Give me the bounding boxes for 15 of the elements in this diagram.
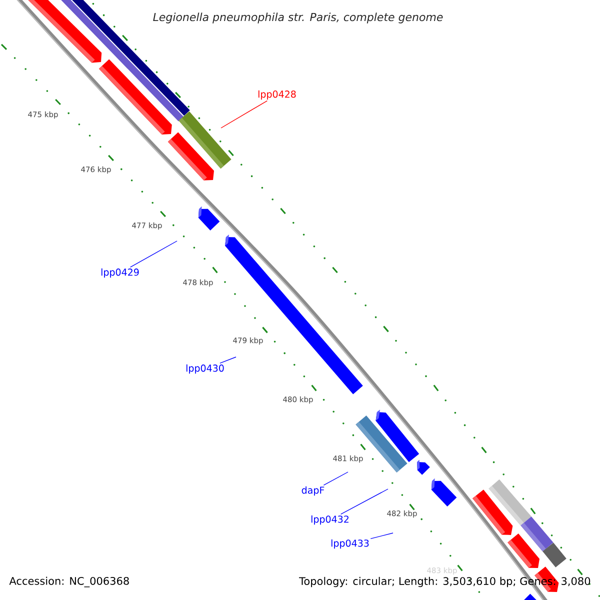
leader-line [220, 100, 268, 128]
leader-line [220, 356, 236, 364]
gene-label: lpp0432 [311, 515, 348, 525]
leader-line [340, 488, 388, 515]
accession-text: Accession: NC_006368 [9, 576, 129, 588]
leader-line [323, 472, 348, 486]
gene-label: lpp0433 [331, 539, 369, 549]
genome-info-text: Topology: circular; Length: 3,503,610 bp; Genes: 3,080 [299, 576, 590, 588]
leader-line [130, 240, 178, 268]
gene-label: lpp0430 [186, 364, 224, 374]
gene-label: lpp0428 [258, 90, 296, 100]
leader-line [370, 532, 394, 540]
title: Legionella pneumophila str. Paris, complete genome [153, 12, 443, 24]
gene-label: lpp0429 [101, 268, 139, 278]
gene-label: dapF [302, 486, 324, 496]
